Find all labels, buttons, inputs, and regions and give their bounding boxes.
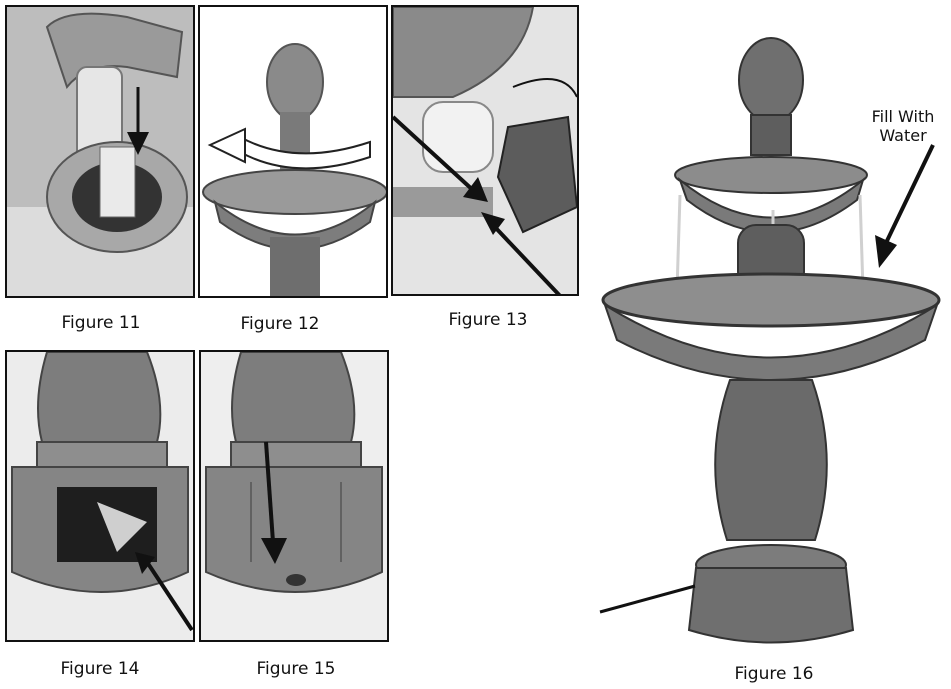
figure-13-photo <box>391 5 579 296</box>
figure-16-illustration <box>595 20 947 660</box>
fill-with-water-label: Fill With Water <box>855 107 951 145</box>
figure-16-caption: Figure 16 <box>734 664 814 684</box>
fill-with-water-line-2: Water <box>879 126 927 145</box>
figure-14-caption: Figure 14 <box>60 659 140 679</box>
figure-15-caption: Figure 15 <box>256 659 336 679</box>
figure-12-photo <box>198 5 388 298</box>
figure-11-photo <box>5 5 195 298</box>
figure-12-caption: Figure 12 <box>240 314 320 334</box>
figure-13-caption: Figure 13 <box>448 310 528 330</box>
figure-15-photo <box>199 350 389 642</box>
figure-14-photo <box>5 350 195 642</box>
fill-with-water-line-1: Fill With <box>871 107 935 126</box>
figure-11-caption: Figure 11 <box>61 313 141 333</box>
